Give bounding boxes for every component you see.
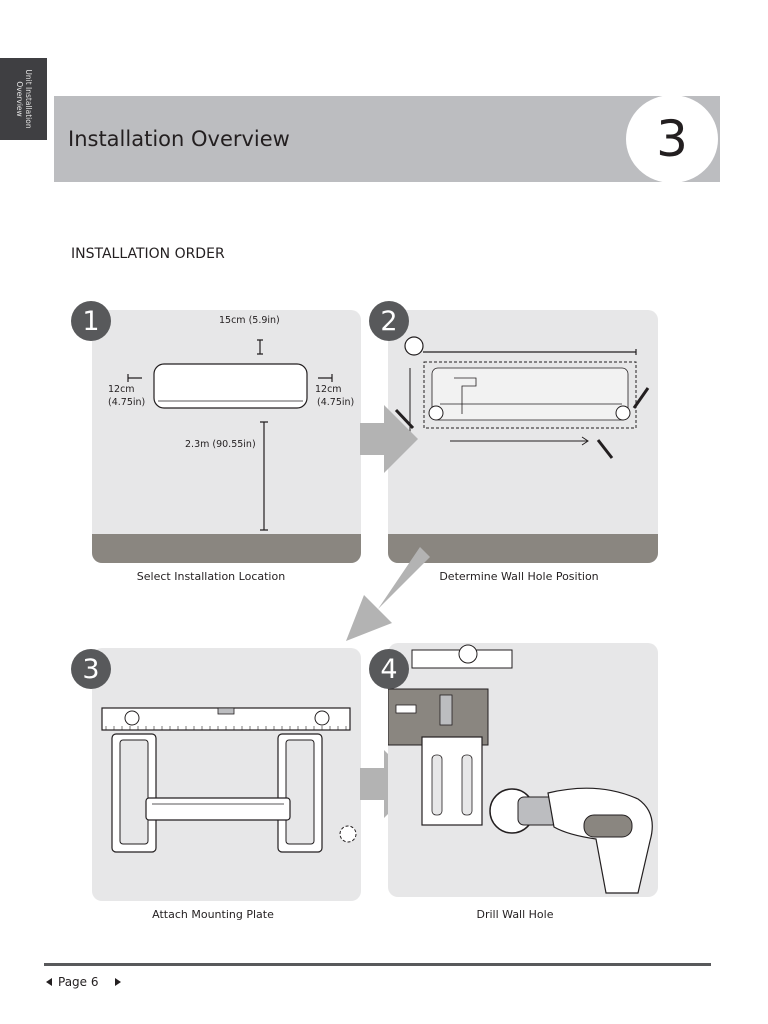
step-1-badge: 1	[71, 301, 111, 341]
installation-location-illustration	[92, 339, 361, 563]
chapter-side-tab[interactable]: Unit Installation Overview	[0, 58, 47, 140]
side-tab-line-2: Overview	[14, 81, 24, 117]
step-3-badge: 3	[71, 649, 111, 689]
header-band: Installation Overview 3	[54, 95, 720, 183]
arrow-right-icon	[360, 405, 418, 473]
page-number: Page 6	[58, 975, 99, 989]
arrow-down-left-icon	[346, 547, 430, 641]
step-4-panel	[388, 643, 658, 897]
step-2-caption: Determine Wall Hole Position	[439, 570, 599, 583]
step-3-caption: Attach Mounting Plate	[152, 908, 274, 921]
step-3-panel	[92, 648, 361, 901]
chapter-number: 3	[626, 95, 718, 183]
top-clearance-label: 15cm (5.9in)	[219, 315, 280, 326]
left-clearance-inches: (4.75in)	[108, 397, 146, 408]
step-4-caption: Drill Wall Hole	[476, 908, 554, 921]
mounting-plate-illustration	[101, 707, 357, 853]
step-2-panel	[388, 310, 658, 563]
step-4-badge: 4	[369, 649, 409, 689]
right-clearance-inches: (4.75in)	[317, 397, 355, 408]
step-1-panel: 15cm (5.9in) 12cm (4.75in) 12cm (4.75in)…	[92, 310, 361, 563]
side-tab-line-1: Unit Installation	[23, 69, 33, 129]
page-navigation: Page 6	[46, 975, 121, 989]
step-1-caption: Select Installation Location	[136, 570, 286, 583]
page-title: Installation Overview	[68, 127, 290, 151]
section-label: INSTALLATION ORDER	[71, 246, 225, 262]
drill-wall-hole-illustration	[388, 644, 653, 894]
side-tab-text: Unit Installation Overview	[15, 60, 33, 138]
right-clearance-label: 12cm	[315, 384, 342, 395]
next-page-icon[interactable]	[114, 978, 121, 986]
previous-page-icon[interactable]	[46, 978, 52, 986]
wall-hole-position-illustration	[388, 336, 658, 563]
height-label: 2.3m (90.55in)	[185, 439, 256, 450]
left-clearance-label: 12cm	[108, 384, 135, 395]
footer-divider	[44, 963, 711, 966]
step-2-badge: 2	[369, 301, 409, 341]
